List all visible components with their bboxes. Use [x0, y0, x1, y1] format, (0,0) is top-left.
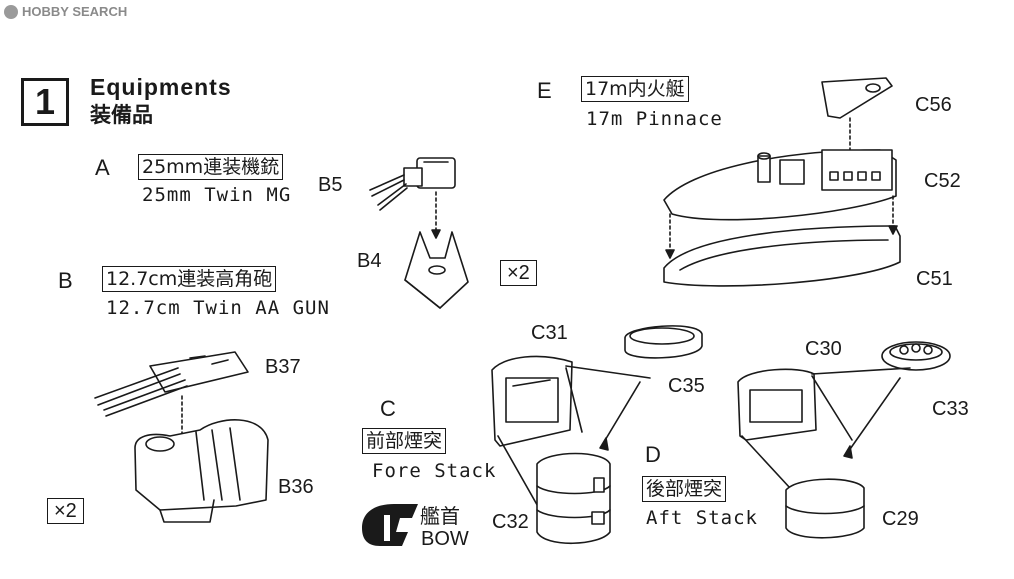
part-label-b5: B5	[318, 174, 343, 196]
part-label-c33: C33	[932, 398, 969, 420]
part-label-c51: C51	[916, 268, 953, 290]
quantity-x2-a: ×2	[500, 260, 537, 286]
bow-label-jp: 艦首	[420, 504, 460, 528]
item-d-jp: 後部煙突	[642, 476, 727, 502]
item-d-letter: D	[645, 442, 661, 467]
bow-label-en: BOW	[421, 528, 469, 550]
item-a-en: 25mm Twin MG	[142, 184, 292, 206]
part-label-c52: C52	[924, 170, 961, 192]
part-label-b4: B4	[357, 250, 382, 272]
item-e-en: 17m Pinnace	[586, 108, 723, 130]
fore-stack-drawing	[491, 325, 703, 545]
step-title-en: Equipments	[90, 74, 232, 100]
part-label-c29: C29	[882, 508, 919, 530]
pinnace-drawing	[663, 77, 901, 287]
part-label-c31: C31	[531, 322, 568, 344]
watermark: HOBBY SEARCH	[4, 4, 127, 19]
item-b-en: 12.7cm Twin AA GUN	[106, 297, 330, 319]
part-label-b37: B37	[265, 356, 301, 378]
item-b-jp: 12.7cm連装高角砲	[102, 266, 277, 292]
item-b-letter: B	[58, 268, 73, 293]
item-e-letter: E	[537, 78, 552, 103]
step-title-jp: 装備品	[90, 103, 153, 127]
hobby-search-logo-icon	[4, 4, 18, 19]
twin-aa-gun-drawing	[94, 351, 269, 523]
part-label-c35: C35	[668, 375, 705, 397]
part-label-b36: B36	[278, 476, 314, 498]
item-d-en: Aft Stack	[646, 507, 758, 529]
quantity-x2-b: ×2	[47, 498, 84, 524]
watermark-text: HOBBY SEARCH	[22, 4, 128, 19]
bow-marker-icon	[362, 504, 418, 546]
item-c-en: Fore Stack	[372, 460, 497, 482]
part-label-c32: C32	[492, 511, 529, 533]
aft-stack-drawing	[737, 341, 951, 539]
item-a-jp: 25mm連装機銃	[138, 154, 284, 180]
item-a-letter: A	[95, 155, 110, 180]
item-e-jp: 17m内火艇	[581, 76, 689, 102]
item-c-letter: C	[380, 396, 396, 421]
item-c-jp: 前部煙突	[362, 428, 447, 454]
step-number: 1	[21, 78, 69, 126]
part-label-c30: C30	[805, 338, 842, 360]
part-label-c56: C56	[915, 94, 952, 116]
twin-mg-drawing	[369, 157, 469, 309]
